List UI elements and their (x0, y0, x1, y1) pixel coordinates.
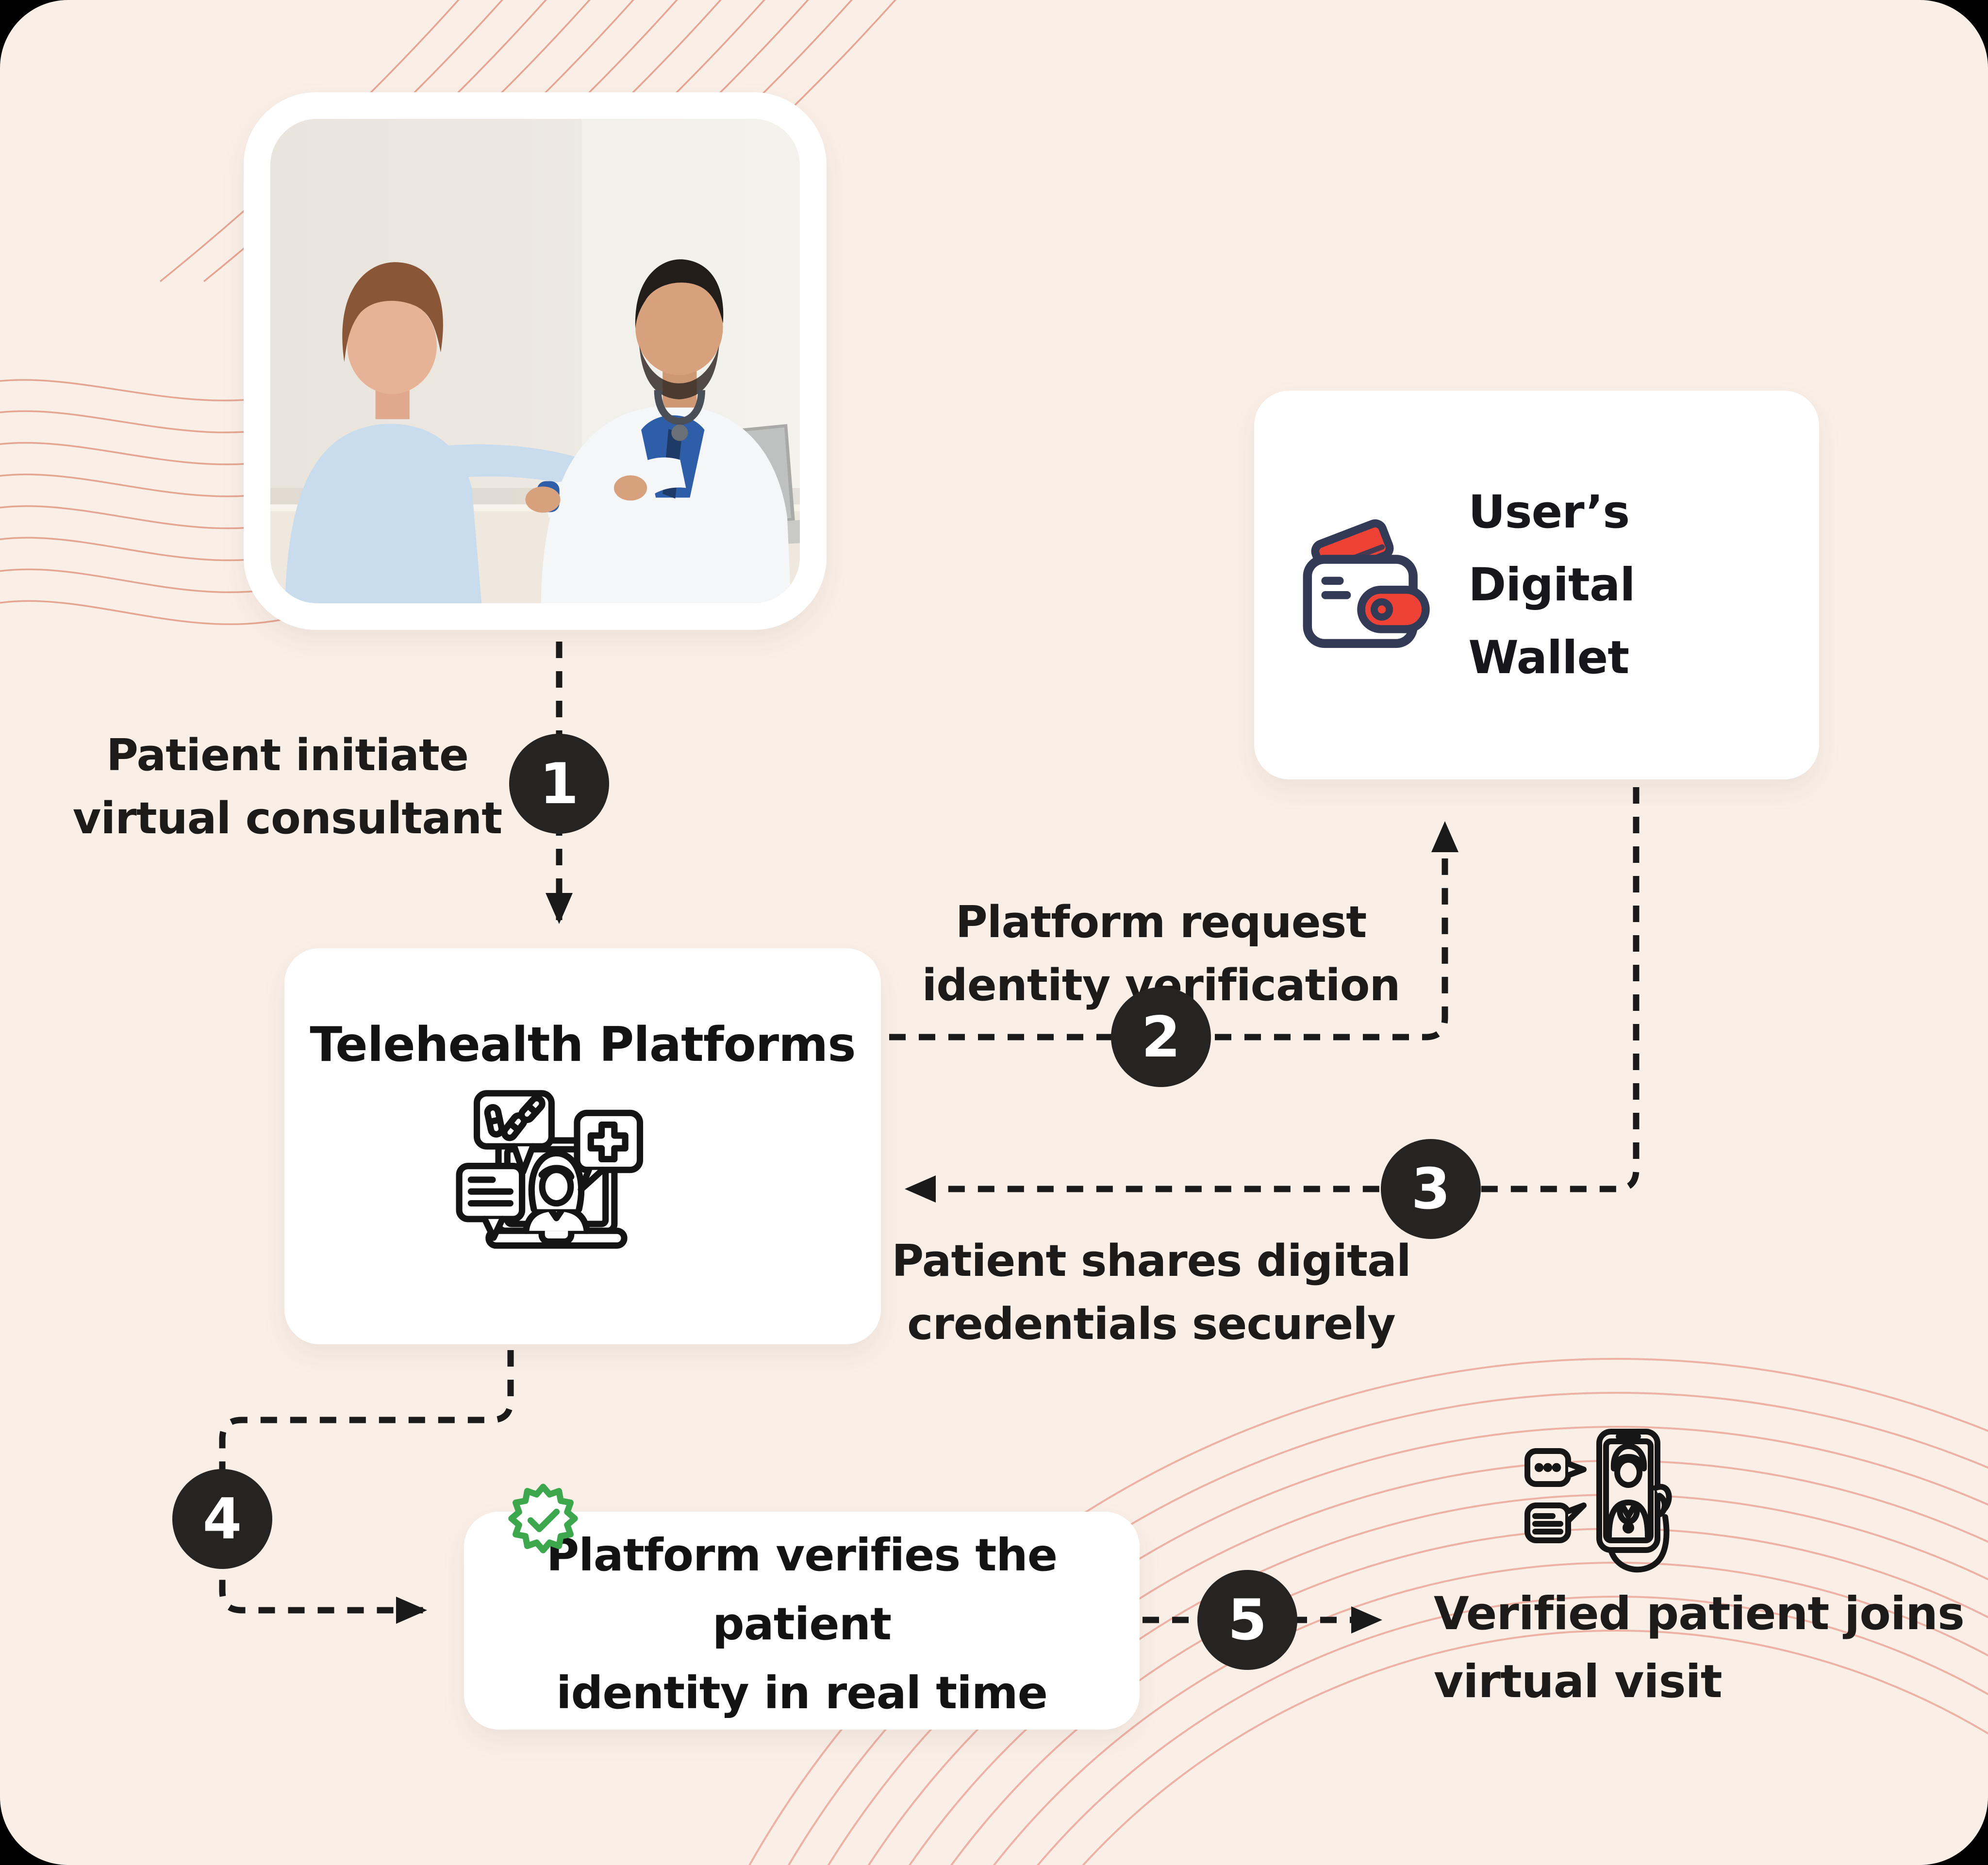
verify-title-line: identity in real time (556, 1667, 1048, 1719)
step-number: 4 (202, 1486, 242, 1552)
step5-label-line: Verified patient joins (1434, 1587, 1965, 1640)
wallet-icon (1303, 519, 1430, 648)
step1-label-line: Patient initiate (106, 730, 469, 781)
step5-label: Verified patient joins virtual visit (1434, 1580, 1965, 1716)
wave-lines-left (0, 379, 282, 626)
step-number: 2 (1141, 1004, 1181, 1070)
telehealth-consult-icon (456, 1090, 644, 1249)
step3-label: Patient shares digital credentials secur… (892, 1230, 1411, 1356)
step-circle-3: 3 (1381, 1139, 1481, 1239)
step3-label-line: credentials securely (907, 1299, 1396, 1350)
step2-label-line: Platform request (955, 897, 1367, 948)
consultation-photo-card (244, 92, 827, 630)
telehealth-title: Telehealth Platforms (310, 1017, 856, 1073)
wallet-title-line: Wallet (1468, 631, 1629, 684)
photo-illustration (270, 119, 800, 603)
step1-label: Patient initiate virtual consultant (72, 724, 503, 850)
wallet-title: User’s Digital Wallet (1468, 476, 1790, 694)
phone-doctor-icon (1524, 1429, 1672, 1573)
doctor-patient-photo (270, 119, 800, 603)
step-number: 5 (1227, 1587, 1267, 1653)
step-circle-1: 1 (509, 734, 609, 834)
step-number: 3 (1411, 1156, 1451, 1222)
wallet-title-line: User’s Digital (1468, 485, 1635, 611)
step-circle-4: 4 (172, 1469, 272, 1569)
step1-label-line: virtual consultant (72, 793, 503, 844)
node-users-digital-wallet: User’s Digital Wallet (1254, 391, 1819, 779)
step-circle-5: 5 (1197, 1570, 1297, 1670)
verified-badge-icon (508, 1484, 578, 1553)
step-circle-2: 2 (1111, 987, 1211, 1087)
step-number: 1 (539, 751, 579, 817)
step3-label-line: Patient shares digital (892, 1236, 1411, 1287)
node-telehealth-platforms: Telehealth Platforms (284, 948, 881, 1344)
step5-label-line: virtual visit (1434, 1655, 1723, 1708)
